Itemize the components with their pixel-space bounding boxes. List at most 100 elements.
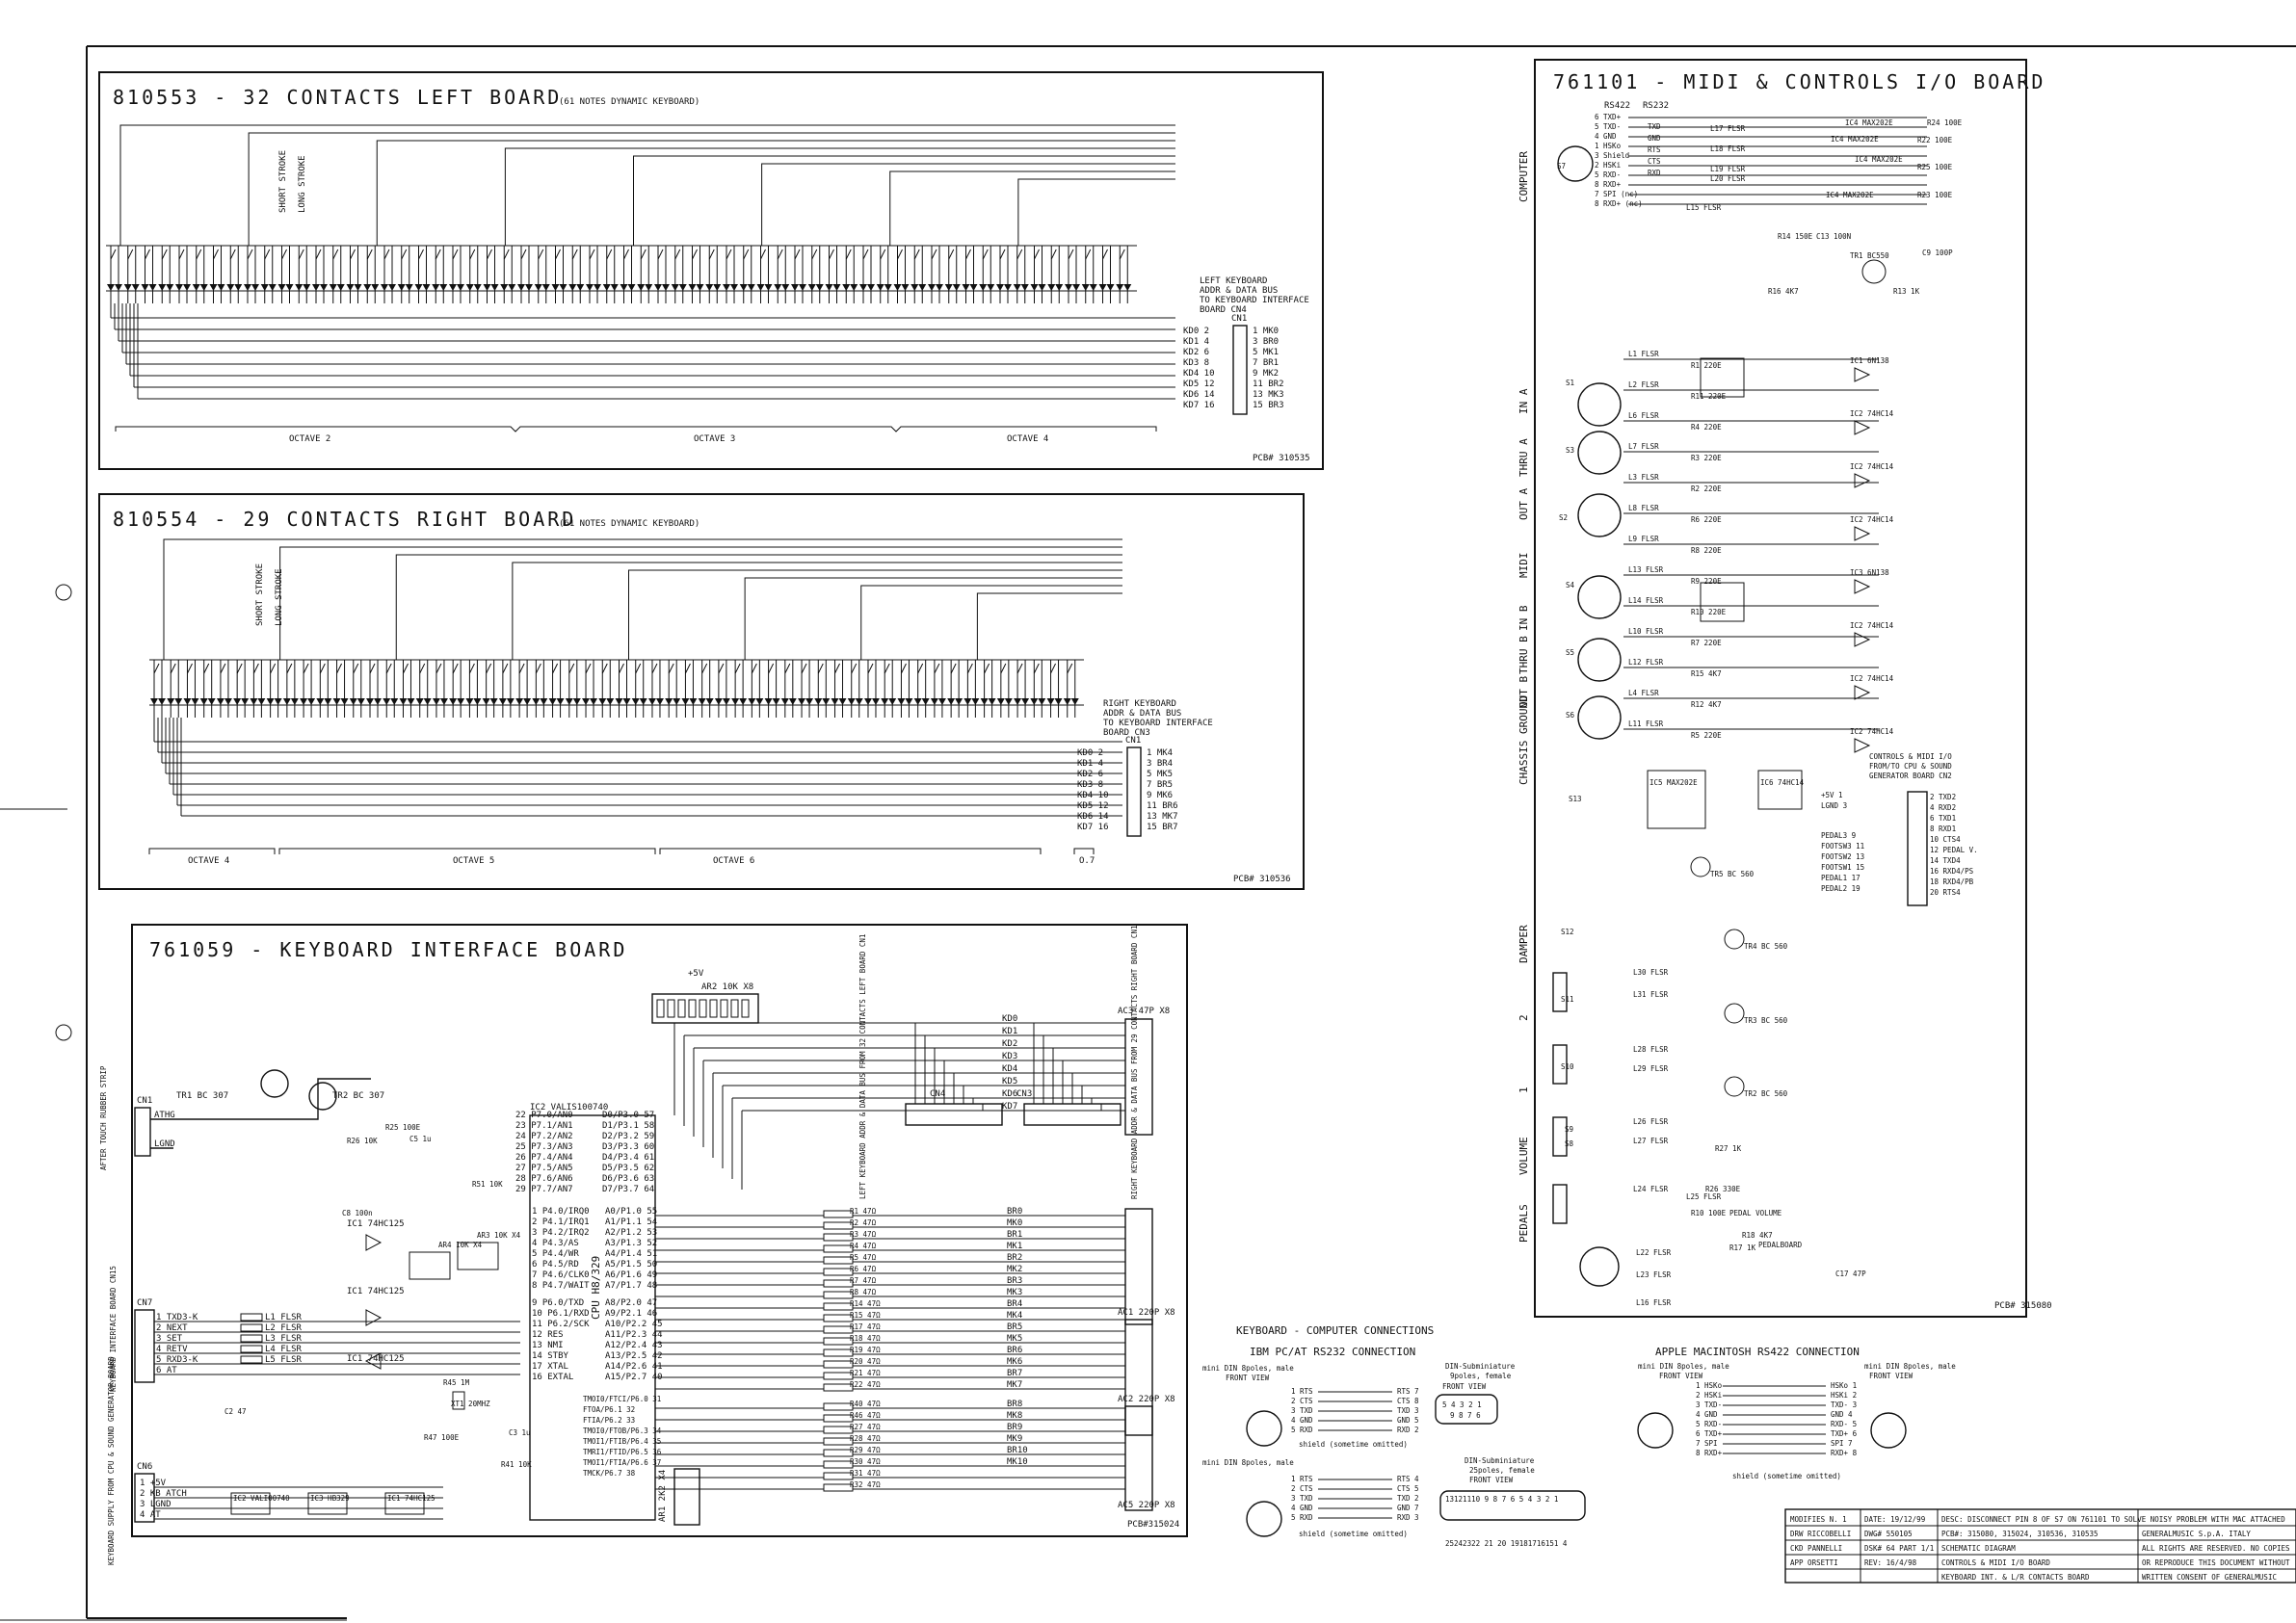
switch-contact (298, 249, 304, 260)
pedal-part-label: L26 FLSR (1633, 1117, 1669, 1126)
pin-left: 8 RXD+ (1696, 1449, 1723, 1457)
pin-left: 4 GND (1291, 1504, 1313, 1512)
diode (971, 698, 980, 705)
br-mk-label: BR5 (1007, 1322, 1022, 1332)
switch-contact (435, 249, 441, 260)
diode (671, 284, 679, 291)
resistor-label: R8 47Ω (850, 1288, 877, 1296)
diode (457, 698, 465, 705)
flsr-label: L4 FLSR (265, 1345, 303, 1354)
group-bus-line (976, 592, 1122, 660)
midi-cn1-right: 8 RXD1 (1930, 825, 1956, 833)
cpu-d-pin: D2/P3.2 59 (602, 1132, 654, 1141)
db25-bottom: 25242322 21 20 19181716151 4 (1445, 1539, 1568, 1548)
pin-right: TXD 3 (1397, 1406, 1419, 1415)
left-pcb-number: PCB# 310535 (1253, 454, 1310, 463)
diode (216, 698, 224, 705)
cpu-p6-pin: 17 XTAL (532, 1362, 568, 1372)
midi-ic-label: IC2 74HC14 (1850, 674, 1894, 683)
group-bus-line (633, 155, 1175, 246)
computer-pin: 3 Shield (1595, 151, 1629, 160)
switch-contact (369, 663, 376, 674)
switch-contact (1050, 663, 1056, 674)
diode (859, 284, 867, 291)
right-pcb-number: PCB# 310536 (1233, 875, 1291, 884)
switch-contact (213, 249, 219, 260)
pedal-part-label: L28 FLSR (1633, 1045, 1669, 1054)
switch-contact (635, 663, 642, 674)
computer-pin: 7 SPI (nc) (1595, 190, 1638, 198)
br-mk-label: BR8 (1007, 1400, 1022, 1409)
midi-cn1-body (1907, 791, 1928, 906)
diode (867, 284, 875, 291)
diode (847, 698, 856, 705)
switch-contact (966, 663, 973, 674)
pedal-part-label: L23 FLSR (1636, 1270, 1672, 1279)
kd-label: KD4 (1002, 1064, 1017, 1074)
switch-contact (726, 249, 732, 260)
diode (774, 284, 782, 291)
pin-right: GND 7 (1397, 1504, 1419, 1512)
midi-flsr-label: L14 FLSR (1628, 596, 1664, 605)
crystal (452, 1391, 465, 1410)
midi-ic-label: IC1 6N138 (1850, 356, 1889, 365)
pin-left: 1 HSKo (1696, 1381, 1723, 1390)
connector-pin-right: 5 MK1 (1253, 348, 1279, 357)
group-bus-line (1017, 178, 1175, 246)
interface-board: 761059 - KEYBOARD INTERFACE BOARD PCB#31… (99, 924, 1188, 1565)
switch-contact (1016, 663, 1023, 674)
cn6-description: KEYBOARD SUPPLY FROM CPU & SOUND GENERAT… (107, 1356, 116, 1565)
midi-res-label: R7 220E (1691, 639, 1722, 647)
diode (705, 698, 714, 705)
diode (282, 698, 291, 705)
diode (123, 284, 132, 291)
resistor-label: R29 47Ω (850, 1446, 881, 1454)
midi-cn1-right: 14 TXD4 (1930, 856, 1961, 865)
diode (390, 698, 399, 705)
midi-din-jack (1577, 493, 1622, 537)
switch-contact (931, 249, 937, 260)
connector-pin-right: 3 BR4 (1147, 759, 1173, 769)
diode (1030, 698, 1039, 705)
diode (930, 698, 938, 705)
switch-contact (794, 249, 801, 260)
pedal-part-label: R10 100E (1691, 1209, 1727, 1217)
long-stroke-label: LONG STROKE (298, 155, 307, 213)
pin-right: RXD 3 (1397, 1513, 1419, 1522)
switch-contact (385, 663, 392, 674)
switch-contact (332, 249, 339, 260)
jack-socket (1552, 1184, 1568, 1224)
cpu-a2-pin: A14/P2.6 41 (605, 1362, 663, 1372)
midi-flsr-label: L8 FLSR (1628, 504, 1659, 512)
inverter-symbol (1854, 685, 1871, 700)
cpu-p4-pin: 6 P4.5/RD (532, 1260, 579, 1270)
diode (209, 284, 218, 291)
diode (654, 284, 662, 291)
diode (764, 698, 773, 705)
resistor-label: R3 47Ω (850, 1230, 877, 1239)
inverter-symbol (1854, 473, 1871, 488)
jack-socket (1552, 1044, 1568, 1085)
diode (183, 284, 191, 291)
connector-pin-right: 7 BR1 (1253, 358, 1279, 368)
ibm-shield: shield (sometime omitted) (1299, 1440, 1408, 1449)
diode (606, 698, 615, 705)
resistor-label: R46 47Ω (850, 1411, 881, 1420)
computer-din-socket (1557, 145, 1594, 182)
diode (918, 284, 927, 291)
right-octave-brace (148, 848, 1095, 854)
group-bus-line (512, 562, 1122, 660)
part-label: TR1 BC550 (1850, 251, 1889, 260)
right-board: 810554 - 29 CONTACTS RIGHT BOARD (61 NOT… (98, 493, 1305, 890)
ibm25-right-head-2: 25poles, female (1469, 1466, 1535, 1475)
switch-contact (350, 249, 356, 260)
midi-cn1-left: FOOTSW1 15 (1821, 863, 1864, 872)
midi-side-label: 1 (1517, 1086, 1530, 1093)
diode (371, 284, 380, 291)
diode (921, 698, 930, 705)
resistor-label: R28 47Ω (850, 1434, 881, 1443)
diode (175, 284, 183, 291)
connector-pin-left: KD5 12 (1077, 801, 1109, 811)
diode (423, 698, 432, 705)
pin-left: 5 RXD (1291, 1513, 1313, 1522)
